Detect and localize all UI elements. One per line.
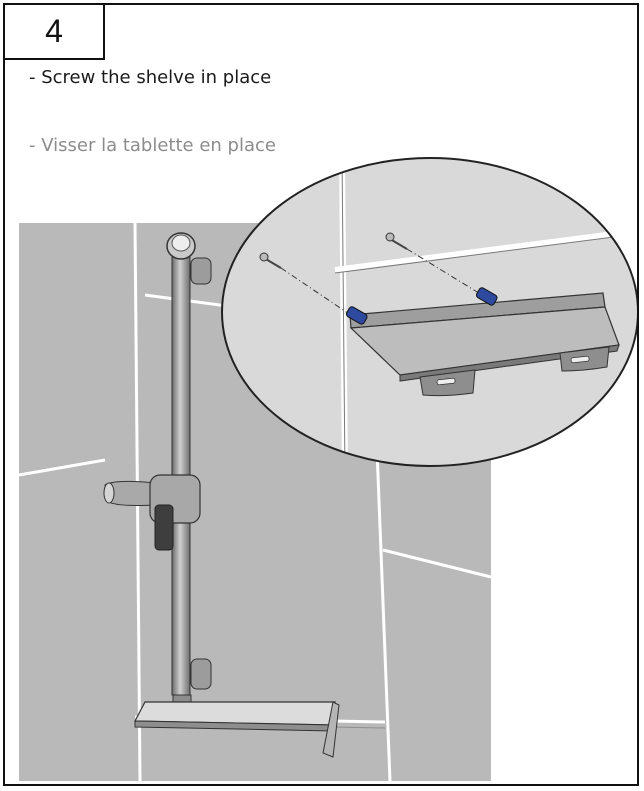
instruction-french: - Visser la tablette en place	[29, 135, 276, 156]
shower-shelf	[134, 701, 340, 758]
assembly-illustration	[18, 157, 637, 782]
instruction-panel: 4 - Screw the shelve in place - Visser l…	[3, 3, 639, 786]
screw-left	[259, 252, 282, 269]
instruction-english: - Screw the shelve in place	[29, 67, 272, 88]
zoom-shelf	[349, 292, 620, 397]
detail-zoom	[221, 157, 637, 467]
screw-right	[385, 232, 408, 250]
wall-anchor-right	[475, 287, 498, 306]
step-number: 4	[5, 5, 105, 60]
wall-anchor-left	[345, 306, 368, 325]
